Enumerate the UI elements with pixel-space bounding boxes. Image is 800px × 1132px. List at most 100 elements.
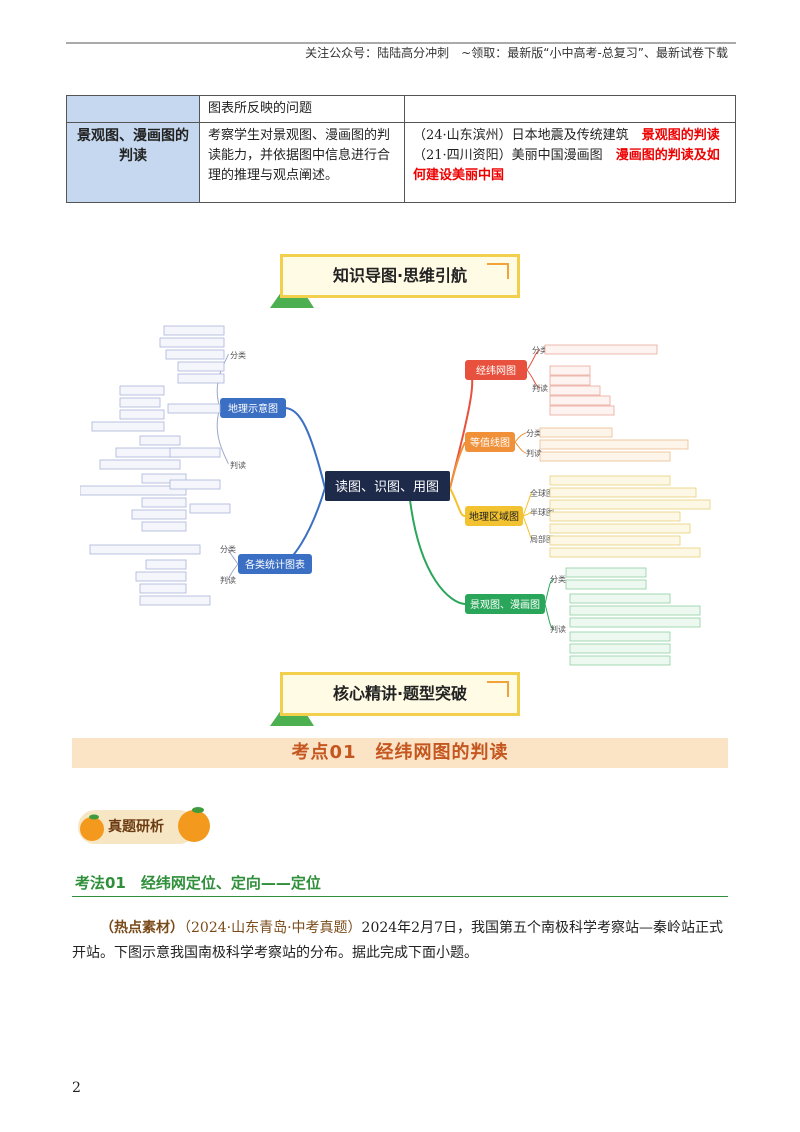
sub-label-right: 判读 — [532, 383, 548, 393]
banner-corner-decoration — [487, 681, 509, 697]
leaf-box — [549, 365, 591, 376]
mindmap-center-node — [325, 471, 450, 501]
sub-label-left: 判读 — [220, 575, 236, 585]
sub-label-left: 判读 — [230, 460, 246, 470]
example-1-highlight: 景观图的判读 — [641, 128, 720, 143]
table-cell — [404, 95, 736, 123]
leaf-box — [539, 427, 613, 438]
leaf-box — [549, 375, 591, 386]
leaf-box — [131, 509, 187, 520]
branch-label-left-2: 各类统计图表 — [245, 558, 305, 571]
leaf-box — [141, 521, 187, 532]
branch-label-right-3: 地理区域图 — [469, 510, 519, 523]
branch-node-left-2 — [238, 554, 312, 574]
leaf-box — [80, 485, 187, 496]
sub-line — [544, 578, 555, 605]
leaf-box — [159, 337, 225, 348]
sub-line — [544, 603, 555, 630]
leaf-box — [569, 655, 671, 666]
leaf-box — [141, 473, 187, 484]
leaf-box — [549, 475, 671, 486]
sub-label-right: 全球图 — [530, 488, 554, 498]
example-2-highlight: 漫画图的判读及如何建设美丽中国 — [413, 148, 720, 183]
leaf-box — [89, 544, 201, 555]
branch-node-right-4 — [465, 594, 545, 614]
sub-line — [514, 432, 527, 443]
leaf-box — [549, 499, 711, 510]
example-1: （24·山东滨州）日本地震及传统建筑 — [413, 128, 642, 143]
leaf-box — [549, 395, 611, 406]
leaf-box — [169, 447, 221, 458]
branch-node-right-3 — [465, 506, 523, 526]
leaf-box — [569, 593, 671, 604]
zhenti-title: 真题研析 — [108, 819, 164, 835]
branch-node-right-1 — [465, 360, 527, 380]
branch-label-left-1: 地理示意图 — [228, 402, 278, 415]
connector-right-2 — [449, 441, 466, 489]
table-cell — [66, 95, 200, 123]
leaf-box — [139, 435, 181, 446]
leaf-box — [91, 421, 165, 432]
leaf-box — [565, 567, 647, 578]
leaf-box — [539, 439, 689, 450]
banner-title: 核心精讲·题型突破 — [332, 684, 468, 703]
table-row: 图表所反映的问题 — [66, 95, 736, 123]
leaf-box — [549, 523, 691, 534]
topic-examples: （24·山东滨州）日本地震及传统建筑 景观图的判读 （21·四川资阳）美丽中国漫… — [404, 122, 736, 203]
sub-line — [227, 548, 239, 565]
leaf-box — [145, 559, 187, 570]
sub-label-left: 分类 — [230, 350, 246, 360]
kaofa-heading: 考法01 经纬网定位、定向——定位 — [75, 874, 321, 892]
leaf-box — [544, 344, 658, 355]
sub-line — [522, 515, 533, 540]
leaf-box — [119, 409, 165, 420]
core-banner: 核心精讲·题型突破 — [280, 672, 520, 716]
leaf-box — [565, 579, 647, 590]
leaf-box — [163, 325, 225, 336]
leaf-box — [141, 497, 187, 508]
sub-line — [526, 369, 541, 389]
leaf-box — [549, 535, 681, 546]
mind-map: 读图、识图、用图 地理示意图 各类统计图表 分类 判读 分类 判读 — [80, 325, 711, 666]
page-number: 2 — [72, 1080, 81, 1096]
branch-label-right-4: 景观图、漫画图 — [470, 599, 540, 611]
leaf-box — [119, 397, 161, 408]
leaf-box — [139, 595, 211, 606]
orange-icon — [80, 814, 104, 841]
leaf-box — [99, 459, 181, 470]
sub-line — [526, 349, 541, 371]
topic-label: 景观图、漫画图的判读 — [66, 122, 200, 203]
topic-description: 考察学生对景观图、漫画图的判读能力，并依据图中信息进行合理的推理与观点阐述。 — [199, 122, 405, 203]
orange-icon — [178, 807, 210, 842]
topic-table: 图表所反映的问题 景观图、漫画图的判读 考察学生对景观图、漫画图的判读能力，并依… — [66, 95, 736, 203]
table-cell: 图表所反映的问题 — [199, 95, 405, 123]
hot-material-tag: （热点素材） — [100, 920, 184, 936]
leaf-box — [165, 349, 225, 360]
kaodian-heading: 考点01 经纬网图的判读 — [72, 738, 728, 768]
leaf-box — [167, 403, 221, 414]
sub-line — [227, 563, 239, 581]
sub-label-right: 判读 — [526, 448, 542, 458]
sub-label-right: 判读 — [550, 624, 566, 634]
mindmap-banner: 知识导图·思维引航 — [280, 254, 520, 298]
sub-label-left: 分类 — [220, 544, 236, 554]
banner-title: 知识导图·思维引航 — [332, 266, 468, 285]
leaf-box — [549, 511, 681, 522]
table-row: 景观图、漫画图的判读 考察学生对景观图、漫画图的判读能力，并依据图中信息进行合理… — [66, 122, 736, 203]
header-rule — [66, 42, 736, 44]
branch-node-right-2 — [465, 432, 515, 452]
sub-line — [522, 511, 533, 517]
sub-label-right: 局部图 — [530, 534, 554, 544]
leaf-box — [569, 643, 671, 654]
leaf-box — [177, 373, 225, 384]
leaf-box — [549, 385, 601, 396]
leaf-box — [177, 361, 225, 372]
connector-right-1 — [449, 367, 474, 489]
kaofa-underline — [72, 896, 728, 897]
connector-left-2 — [281, 487, 326, 565]
banner-corner-decoration — [487, 263, 509, 279]
leaf-box — [539, 451, 671, 462]
sub-label-right: 分类 — [532, 345, 548, 355]
branch-node-left-1 — [220, 398, 286, 418]
leaf-box — [569, 605, 701, 616]
